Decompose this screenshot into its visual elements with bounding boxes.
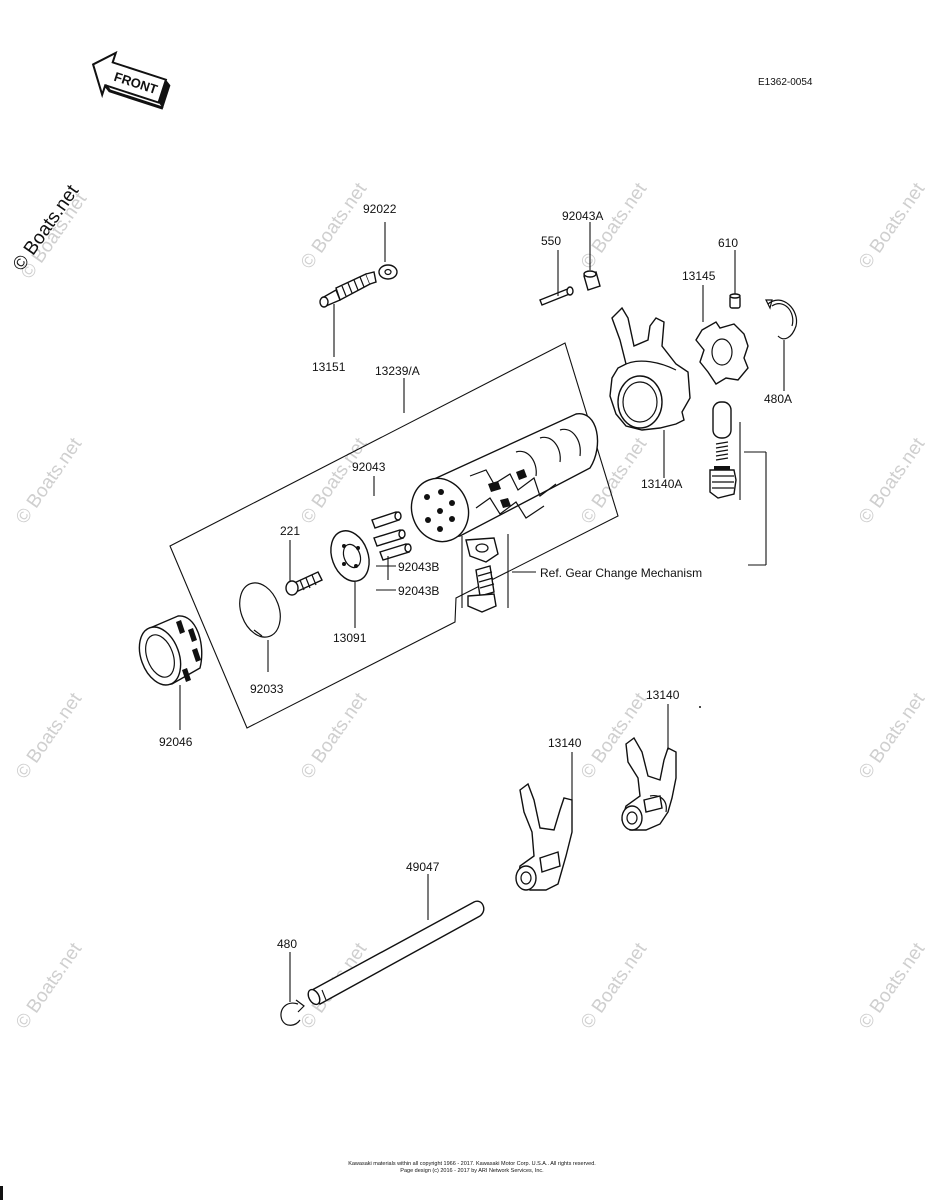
part-label: 550 — [541, 234, 561, 248]
watermark: © Boats.net — [577, 939, 652, 1033]
part-label: 610 — [718, 236, 738, 250]
snap-ring-92033 — [239, 582, 281, 638]
shift-fork-13140a — [609, 306, 691, 431]
watermark: © Boats.net — [12, 434, 87, 528]
circlip-480 — [280, 999, 305, 1026]
watermark: © Boats.net — [297, 689, 372, 783]
watermark: © Boats.net — [12, 689, 87, 783]
front-arrow-icon: FRONT — [91, 50, 171, 110]
part-label: 49047 — [406, 860, 440, 874]
watermark: © Boats.net — [855, 179, 930, 273]
drum-pin-plate — [465, 537, 499, 613]
part-label: 13091 — [333, 631, 367, 645]
ref-label: Ref. Gear Change Mechanism — [540, 566, 702, 580]
watermark: © Boats.net — [577, 179, 652, 273]
part-label: 92043A — [562, 209, 603, 223]
part-label: 92033 — [250, 682, 284, 696]
needle-bearing-92046 — [138, 615, 203, 686]
shift-fork-13140-right — [621, 736, 677, 831]
plate-13091 — [330, 530, 370, 582]
pin-610 — [729, 293, 741, 309]
part-label: 13140A — [641, 477, 682, 491]
circlip-480a — [765, 299, 798, 340]
pin-92043a — [583, 270, 601, 291]
part-label: 92046 — [159, 735, 193, 749]
assembly-border — [169, 342, 619, 729]
watermark: © Boats.net — [12, 939, 87, 1033]
part-label: 92043B — [398, 560, 439, 574]
detent-plunger — [709, 401, 737, 499]
watermark: © Boats.net — [855, 434, 930, 528]
edge-mark — [0, 1186, 3, 1200]
part-label: 92043 — [352, 460, 386, 474]
part-label: 480 — [277, 937, 297, 951]
neutral-switch-13151 — [319, 271, 377, 308]
part-label: 13145 — [682, 269, 716, 283]
part-label: 13140 — [646, 688, 680, 702]
part-label: 480A — [764, 392, 792, 406]
shift-drum — [410, 413, 599, 543]
part-label: 221 — [280, 524, 300, 538]
part-label: 13151 — [312, 360, 346, 374]
cam-plate-13145 — [695, 321, 749, 385]
part-label: 13140 — [548, 736, 582, 750]
screw-221 — [285, 571, 323, 596]
footer-copyright: Kawasaki materials within all copyright … — [348, 1161, 596, 1167]
fork-shaft-49047 — [307, 900, 485, 1006]
watermark: © Boats.net — [855, 939, 930, 1033]
part-label: 92022 — [363, 202, 397, 216]
cotter-pin-550 — [539, 286, 574, 306]
watermark: © Boats.net — [297, 179, 372, 273]
part-label: 92043B — [398, 584, 439, 598]
shift-fork-13140-left — [515, 782, 573, 891]
watermark: © Boats.net — [855, 689, 930, 783]
footer-design: Page design (c) 2016 - 2017 by ARI Netwo… — [400, 1168, 544, 1174]
diagram-code: E1362-0054 — [758, 77, 813, 88]
washer-92022 — [378, 264, 398, 280]
pins-92043 — [371, 511, 412, 561]
part-label: 13239/A — [375, 364, 420, 378]
